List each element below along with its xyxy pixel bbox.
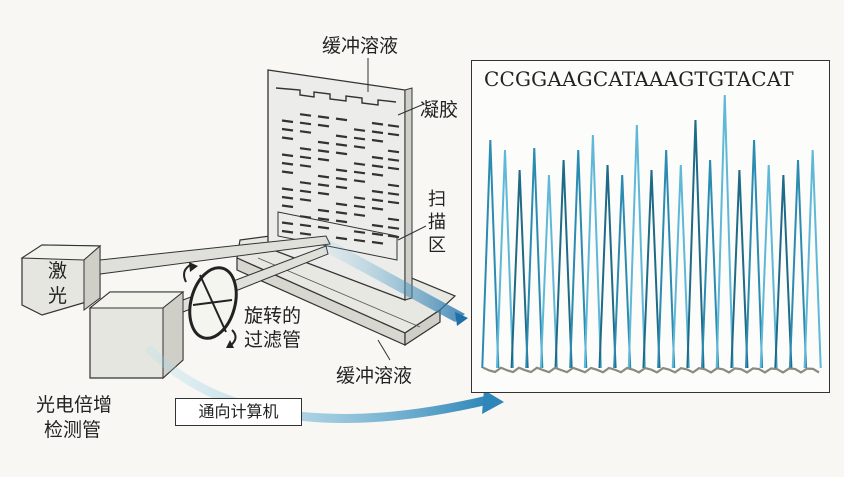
gel-band (353, 238, 366, 243)
gel-band (353, 145, 366, 149)
gel-band (353, 162, 366, 166)
gel-band (317, 157, 330, 162)
gel-band (299, 130, 312, 134)
gel-band (299, 121, 312, 126)
dna-sequence: CCGGAAGCATAAAGTGTACAT (484, 67, 794, 91)
gel-band (371, 206, 384, 211)
gel-band (387, 149, 400, 154)
gel-band (387, 192, 400, 196)
label-scan-1: 扫 (428, 189, 446, 210)
gel-band (387, 124, 400, 128)
chromatogram-panel (471, 60, 830, 393)
gel-band (335, 185, 348, 190)
gel-band (371, 232, 384, 237)
gel-band (281, 153, 294, 158)
gel-band (281, 161, 294, 166)
gel-band (317, 115, 330, 119)
gel-band (335, 134, 348, 139)
gel-band (353, 204, 366, 209)
gel-band (299, 232, 312, 236)
gel-band (317, 225, 330, 230)
gel-band (335, 202, 348, 207)
label-scan-3: 区 (428, 235, 446, 256)
gel-band (387, 226, 400, 230)
gel-band (299, 113, 312, 117)
gel-band (353, 179, 366, 183)
gel-band (281, 127, 294, 132)
gel-band (387, 158, 400, 162)
gel-band (371, 164, 384, 169)
gel-band (353, 136, 366, 141)
gel-band (371, 155, 384, 160)
gel-band (281, 170, 294, 175)
gel-band (299, 198, 312, 202)
label-scan-2: 描 (428, 212, 446, 233)
gel-band (281, 229, 294, 234)
gel-band (353, 196, 366, 200)
gel-band (387, 200, 400, 205)
gel-band (371, 130, 384, 135)
gel-bands (281, 113, 400, 245)
gel-band (371, 198, 384, 203)
gel-band (317, 174, 330, 179)
gel-band (281, 187, 294, 192)
gel-band (371, 189, 384, 194)
laser-box (20, 244, 102, 316)
gel-band (317, 208, 330, 213)
label-laser-1: 激 (48, 260, 68, 282)
label-filter-1: 旋转的 (244, 305, 302, 327)
gel-band (371, 223, 384, 228)
gel-band (387, 183, 400, 188)
gel-band (281, 221, 294, 226)
gel-band (317, 149, 330, 153)
gel-band (299, 181, 312, 185)
gel-band (299, 155, 312, 160)
label-pmt-2: 检测管 (44, 419, 102, 441)
gel-band (371, 121, 384, 126)
gel-band (335, 168, 348, 173)
label-buffer-top: 缓冲溶液 (322, 35, 399, 57)
gel-band (317, 140, 330, 145)
gel-band (387, 217, 400, 222)
gel-band (353, 170, 366, 175)
gel-band (317, 217, 330, 221)
gel-band (281, 119, 294, 124)
gel-band (317, 183, 330, 187)
label-buffer-bottom: 缓冲溶液 (336, 365, 413, 387)
gel-band (317, 191, 330, 196)
gel-band (281, 195, 294, 200)
gel-band (335, 177, 348, 181)
gel-band (317, 123, 330, 128)
gel-band (299, 164, 312, 168)
gel-band (335, 236, 348, 241)
gel-band (299, 223, 312, 228)
label-filter-2: 过滤管 (244, 329, 302, 351)
gel-band (387, 166, 400, 171)
gel-band (335, 211, 348, 215)
gel-band (371, 240, 384, 245)
gel-band (387, 234, 400, 239)
rotating-filter-wheel (183, 262, 238, 348)
gel-band (387, 132, 400, 137)
gel-band (299, 215, 312, 219)
gel-band (353, 230, 366, 234)
gel-band (371, 172, 384, 177)
label-gel: 凝胶 (420, 99, 459, 121)
label-pmt-1: 光电倍增 (36, 394, 113, 416)
to-computer-box: 通向计算机 (175, 398, 302, 426)
gel-band (335, 143, 348, 147)
gel-band (281, 136, 294, 141)
gel-band (281, 204, 294, 209)
gel-band (353, 128, 366, 132)
gel-band (371, 138, 384, 143)
gel-band (335, 219, 348, 224)
label-laser-2: 光 (48, 285, 68, 307)
gel-band (299, 147, 312, 151)
gel-band (353, 213, 366, 217)
gel-band (335, 151, 348, 156)
gel-band (335, 117, 348, 122)
gel-band (299, 189, 312, 194)
